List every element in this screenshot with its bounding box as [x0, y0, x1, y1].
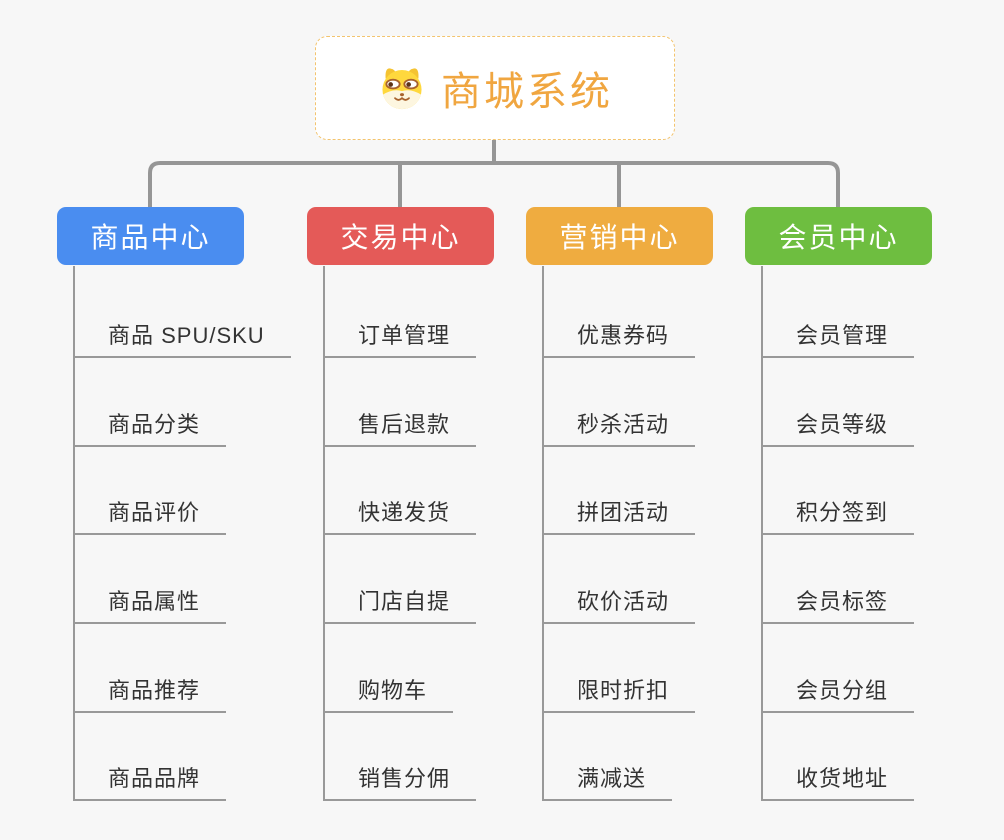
leaf-node-shopping-cart[interactable]: 购物车: [323, 666, 454, 713]
branch-node-trade-center[interactable]: 交易中心: [307, 207, 494, 265]
leaf-node-sales-commission[interactable]: 销售分佣: [323, 754, 477, 801]
leaf-node-member-tag[interactable]: 会员标签: [761, 577, 915, 624]
leaf-node-product-attribute[interactable]: 商品属性: [73, 577, 227, 624]
leaf-column-member-center: 会员管理 会员等级 积分签到 会员标签 会员分组 收货地址: [761, 266, 915, 801]
leaf-node-product-brand[interactable]: 商品品牌: [73, 754, 227, 801]
leaf-node-member-level[interactable]: 会员等级: [761, 400, 915, 447]
leaf-node-shipping-address[interactable]: 收货地址: [761, 754, 915, 801]
leaf-column-marketing-center: 优惠券码 秒杀活动 拼团活动 砍价活动 限时折扣 满减送: [542, 266, 696, 801]
leaf-node-flash-sale[interactable]: 秒杀活动: [542, 400, 696, 447]
branch-node-marketing-center[interactable]: 营销中心: [526, 207, 713, 265]
leaf-node-product-review[interactable]: 商品评价: [73, 488, 227, 535]
leaf-node-spend-and-save[interactable]: 满减送: [542, 754, 673, 801]
leaf-column-trade-center: 订单管理 售后退款 快递发货 门店自提 购物车 销售分佣: [323, 266, 477, 801]
leaf-node-product-category[interactable]: 商品分类: [73, 400, 227, 447]
leaf-node-group-buying[interactable]: 拼团活动: [542, 488, 696, 535]
root-node-mall-system[interactable]: 商城系统: [315, 36, 675, 140]
leaf-node-express-delivery[interactable]: 快递发货: [323, 488, 477, 535]
tree-connector-lines: [148, 140, 840, 208]
branch-node-product-center[interactable]: 商品中心: [57, 207, 244, 265]
root-node-title: 商城系统: [441, 70, 613, 114]
leaf-node-order-management[interactable]: 订单管理: [323, 311, 477, 358]
leaf-node-member-group[interactable]: 会员分组: [761, 666, 915, 713]
branch-node-member-center[interactable]: 会员中心: [745, 207, 932, 265]
shiba-dog-icon: [382, 68, 422, 110]
leaf-node-time-limited-discount[interactable]: 限时折扣: [542, 666, 696, 713]
leaf-node-bargain-activity[interactable]: 砍价活动: [542, 577, 696, 624]
leaf-node-product-spu-sku[interactable]: 商品 SPU/SKU: [73, 311, 291, 358]
leaf-node-coupon-code[interactable]: 优惠券码: [542, 311, 696, 358]
leaf-column-product-center: 商品 SPU/SKU 商品分类 商品评价 商品属性 商品推荐 商品品牌: [73, 266, 291, 801]
leaf-node-member-management[interactable]: 会员管理: [761, 311, 915, 358]
leaf-node-store-pickup[interactable]: 门店自提: [323, 577, 477, 624]
leaf-node-points-checkin[interactable]: 积分签到: [761, 488, 915, 535]
leaf-node-aftersale-refund[interactable]: 售后退款: [323, 400, 477, 447]
leaf-node-product-recommend[interactable]: 商品推荐: [73, 666, 227, 713]
